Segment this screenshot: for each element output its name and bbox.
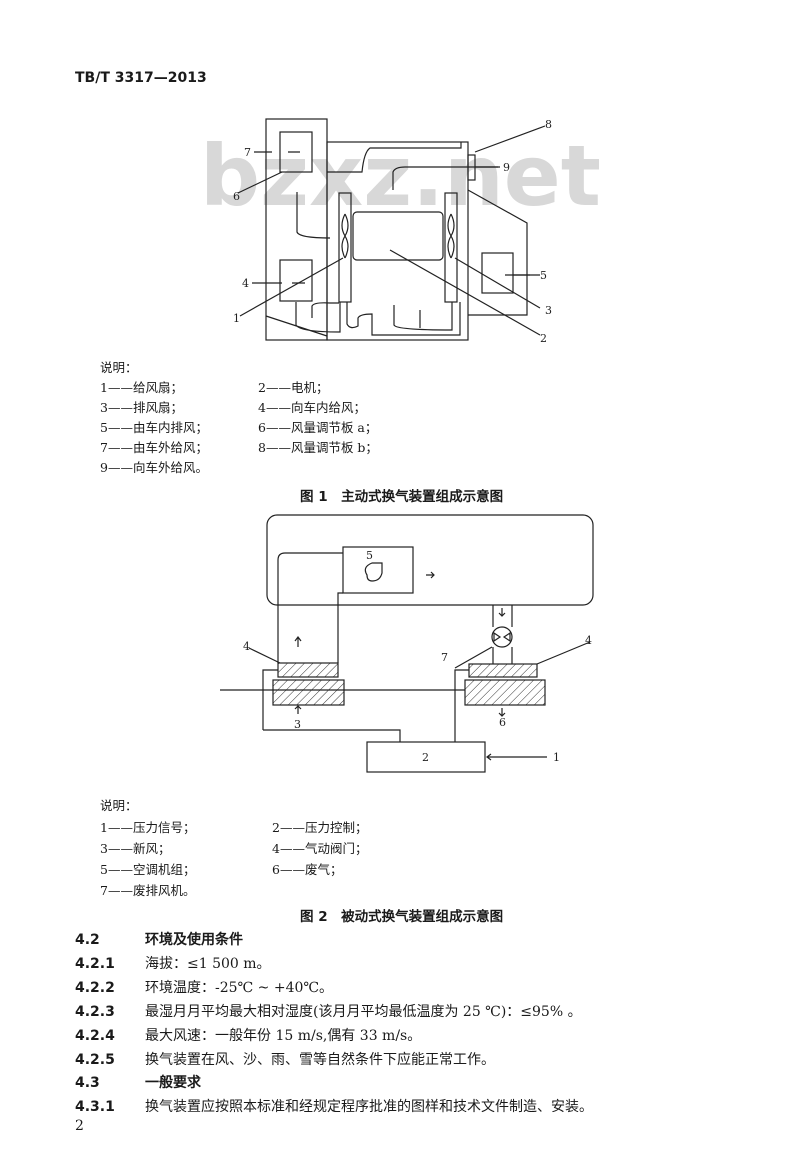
legend-item: 8——风量调节板 b； bbox=[258, 440, 378, 455]
section-heading-4-2: 4.2 环境及使用条件 bbox=[75, 929, 243, 949]
legend-item: 2——压力控制； bbox=[272, 820, 368, 835]
section-text: 换气装置在风、沙、雨、雪等自然条件下应能正常工作。 bbox=[145, 1052, 495, 1068]
figure-1-callouts: 7 6 4 1 8 9 5 3 2 bbox=[233, 118, 552, 345]
box-4 bbox=[279, 259, 313, 302]
callout-4-left: 4 bbox=[243, 640, 250, 653]
page-number: 2 bbox=[75, 1118, 84, 1134]
figure-1-diagram bbox=[237, 118, 546, 341]
legend-item: 1——给风扇； bbox=[100, 380, 183, 395]
callout-4-right: 4 bbox=[585, 634, 592, 647]
callout-5: 5 bbox=[366, 549, 373, 562]
ac-unit-box bbox=[342, 546, 414, 594]
arrow-up-icon bbox=[294, 636, 302, 647]
section-text: 一般要求 bbox=[145, 1075, 201, 1091]
section-text: 海拔：≤1 500 m。 bbox=[145, 956, 271, 972]
callout-2: 2 bbox=[422, 751, 429, 764]
callout-3: 3 bbox=[294, 718, 301, 731]
section-number: 4.3 bbox=[75, 1075, 100, 1091]
legend-item: 7——废排风机。 bbox=[100, 883, 196, 898]
callout-5: 5 bbox=[540, 269, 547, 282]
box-5 bbox=[481, 252, 514, 294]
clause-4-2-3: 4.2.3 最湿月月平均最大相对湿度(该月月平均最低温度为 25 ℃)：≤95% … bbox=[75, 1001, 582, 1021]
section-number: 4.2.4 bbox=[75, 1028, 115, 1044]
legend-item: 1——压力信号； bbox=[100, 820, 196, 835]
figure-1-caption: 图 1 主动式换气装置组成示意图 bbox=[300, 489, 504, 505]
section-number: 4.2.5 bbox=[75, 1052, 115, 1068]
callout-6: 6 bbox=[499, 716, 506, 729]
legend-item: 6——废气； bbox=[272, 862, 343, 877]
legend-item: 7——由车外给风； bbox=[100, 440, 208, 455]
callout-1: 1 bbox=[233, 312, 240, 325]
legend-item: 9——向车外给风。 bbox=[100, 460, 208, 475]
section-number: 4.2 bbox=[75, 932, 100, 948]
section-number: 4.2.1 bbox=[75, 956, 115, 972]
callout-8: 8 bbox=[545, 118, 552, 131]
clause-4-2-1: 4.2.1 海拔：≤1 500 m。 bbox=[75, 953, 271, 973]
section-text: 最大风速：一般年份 15 m/s,偶有 33 m/s。 bbox=[145, 1028, 422, 1044]
legend-item: 4——气动阀门； bbox=[272, 841, 368, 856]
figure-2-diagram bbox=[220, 514, 594, 773]
figure-2-legend-title: 说明： bbox=[100, 798, 138, 813]
section-number: 4.2.2 bbox=[75, 980, 115, 996]
arrow-right-icon bbox=[426, 571, 435, 579]
supply-fan bbox=[338, 192, 352, 303]
callout-7: 7 bbox=[244, 146, 251, 159]
callout-1: 1 bbox=[553, 751, 560, 764]
legend-item: 2——电机； bbox=[258, 380, 329, 395]
clause-4-2-4: 4.2.4 最大风速：一般年份 15 m/s,偶有 33 m/s。 bbox=[75, 1025, 421, 1045]
blower-icon bbox=[364, 562, 383, 582]
section-heading-4-3: 4.3 一般要求 bbox=[75, 1072, 201, 1092]
legend-item: 4——向车内给风； bbox=[258, 400, 366, 415]
section-number: 4.3.1 bbox=[75, 1099, 115, 1115]
legend-item: 3——新风； bbox=[100, 841, 171, 856]
watermark: bzxz.net bbox=[200, 127, 601, 225]
clause-4-2-2: 4.2.2 环境温度：-25℃ ~ +40℃。 bbox=[75, 977, 333, 997]
section-number: 4.2.3 bbox=[75, 1004, 115, 1020]
legend-item: 5——空调机组； bbox=[100, 862, 196, 877]
callout-3: 3 bbox=[545, 304, 552, 317]
motor bbox=[352, 211, 444, 261]
exhaust-fan-7 bbox=[491, 626, 513, 648]
exhaust-fan bbox=[444, 192, 458, 303]
callout-4: 4 bbox=[242, 277, 249, 290]
legend-item: 3——排风扇； bbox=[100, 400, 183, 415]
box-7 bbox=[279, 131, 313, 173]
callout-9: 9 bbox=[503, 161, 510, 174]
legend-item: 6——风量调节板 a； bbox=[258, 420, 378, 435]
section-text: 换气装置应按照本标准和经规定程序批准的图样和技术文件制造、安装。 bbox=[145, 1099, 593, 1115]
section-text: 环境温度：-25℃ ~ +40℃。 bbox=[145, 980, 334, 996]
clause-4-3-1: 4.3.1 换气装置应按照本标准和经规定程序批准的图样和技术文件制造、安装。 bbox=[75, 1096, 593, 1116]
clause-4-2-5: 4.2.5 换气装置在风、沙、雨、雪等自然条件下应能正常工作。 bbox=[75, 1049, 495, 1069]
callout-6: 6 bbox=[233, 190, 240, 203]
figure-1-legend-title: 说明： bbox=[100, 360, 138, 375]
pressure-control-box bbox=[366, 741, 486, 773]
callout-2: 2 bbox=[540, 332, 547, 345]
figure-2-callouts: 1 2 3 4 4 5 6 7 bbox=[243, 549, 592, 764]
section-text: 最湿月月平均最大相对湿度(该月月平均最低温度为 25 ℃)：≤95% 。 bbox=[145, 1004, 582, 1020]
document-header: TB/T 3317—2013 bbox=[75, 70, 207, 86]
figure-2-caption: 图 2 被动式换气装置组成示意图 bbox=[300, 909, 504, 925]
callout-7: 7 bbox=[441, 651, 448, 664]
legend-item: 5——由车内排风； bbox=[100, 420, 208, 435]
section-text: 环境及使用条件 bbox=[145, 932, 243, 948]
